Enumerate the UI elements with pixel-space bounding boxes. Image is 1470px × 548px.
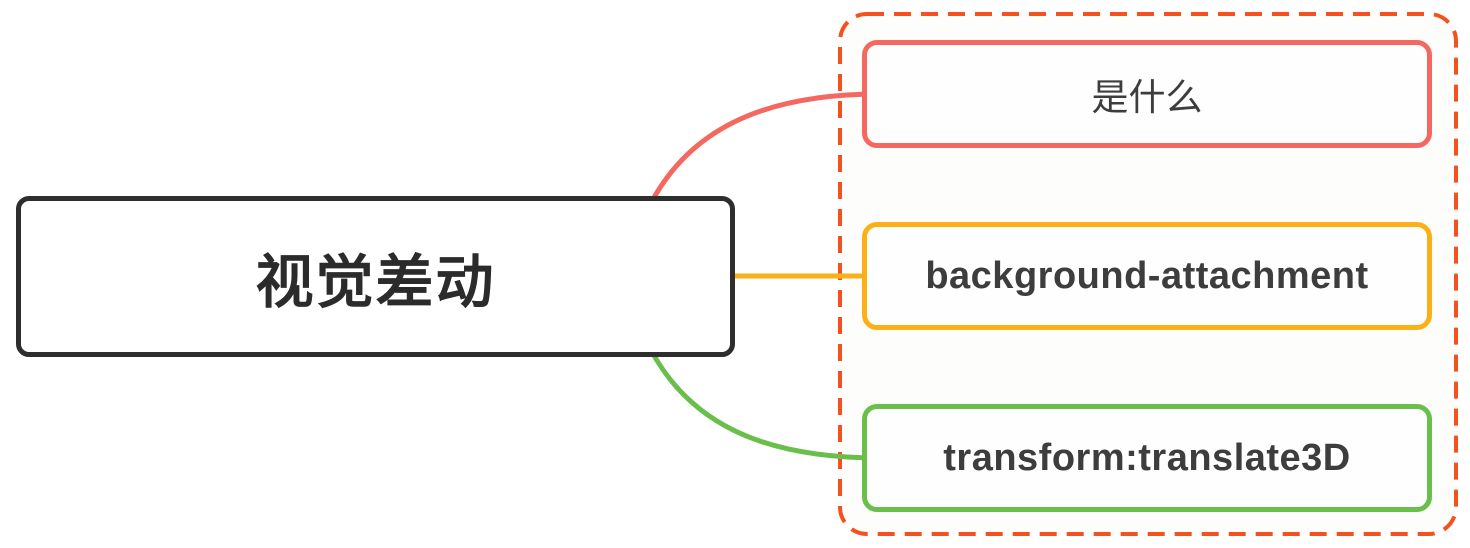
branch-node-transform-translate3d[interactable]: transform:translate3D (862, 404, 1432, 512)
branch-node-what-is[interactable]: 是什么 (862, 40, 1432, 148)
branch-label-transform-translate3d: transform:translate3D (943, 436, 1351, 479)
root-topic-label: 视觉差动 (255, 249, 496, 315)
connector-branch-2 (642, 335, 883, 461)
connector-branch-0 (642, 91, 883, 218)
branch-node-background-attachment[interactable]: background-attachment (862, 222, 1432, 330)
root-topic-node[interactable]: 视觉差动 (16, 196, 735, 357)
branch-label-what-is: 是什么 (1091, 77, 1203, 118)
branch-label-background-attachment: background-attachment (925, 254, 1369, 297)
